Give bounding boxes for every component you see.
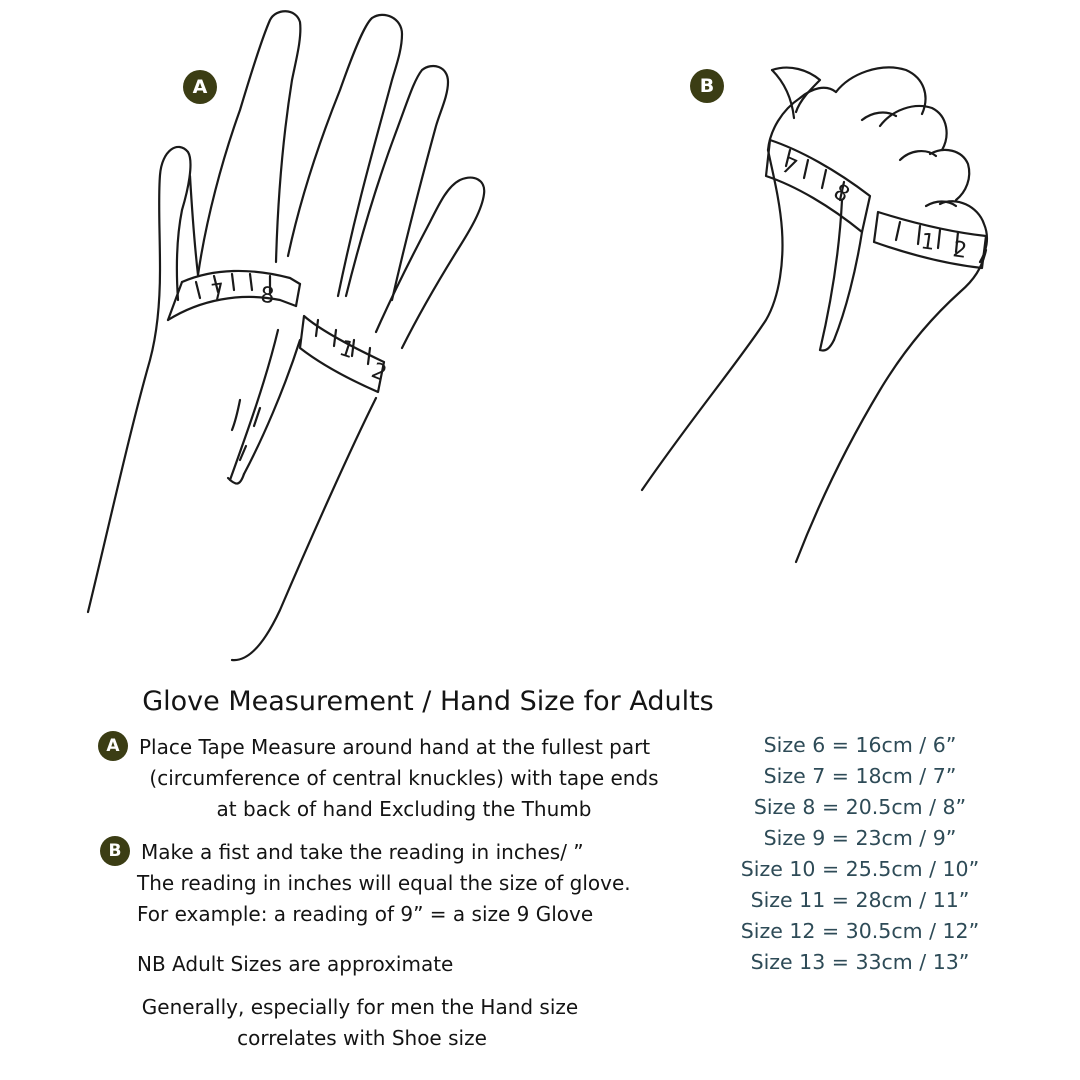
tape-mark-b-2: 2 bbox=[951, 237, 968, 264]
marker-b-illustration: B bbox=[690, 69, 724, 103]
page-title: Glove Measurement / Hand Size for Adults bbox=[142, 686, 714, 717]
step-a-line-2: (circumference of central knuckles) with… bbox=[149, 766, 659, 790]
size-row: Size 11 = 28cm / 11” bbox=[750, 888, 970, 912]
marker-a-illustration: A bbox=[183, 70, 217, 104]
tape-mark-a-2: 2 bbox=[368, 358, 390, 386]
note-shoe-line-1: Generally, especially for men the Hand s… bbox=[141, 995, 579, 1019]
tape-mark-b-7: 7 bbox=[778, 153, 801, 182]
fist-drawing bbox=[640, 66, 989, 564]
tape-mark-b-8: 8 bbox=[829, 180, 854, 209]
size-row: Size 6 = 16cm / 6” bbox=[763, 733, 957, 757]
tape-mark-b-1: 1 bbox=[919, 229, 936, 256]
size-row: Size 8 = 20.5cm / 8” bbox=[753, 795, 967, 819]
step-a-line-1: Place Tape Measure around hand at the fu… bbox=[139, 735, 651, 759]
step-b-line-3: For example: a reading of 9” = a size 9 … bbox=[137, 902, 594, 926]
note-approximate: NB Adult Sizes are approximate bbox=[137, 952, 454, 976]
open-hand-drawing bbox=[86, 10, 486, 662]
note-shoe-line-2: correlates with Shoe size bbox=[237, 1026, 487, 1050]
size-row: Size 13 = 33cm / 13” bbox=[750, 950, 970, 974]
marker-a-step: A bbox=[98, 731, 128, 761]
size-chart: Size 6 = 16cm / 6” Size 7 = 18cm / 7” Si… bbox=[710, 730, 1010, 978]
marker-b-step: B bbox=[100, 836, 130, 866]
size-row: Size 12 = 30.5cm / 12” bbox=[740, 919, 980, 943]
size-row: Size 7 = 18cm / 7” bbox=[763, 764, 957, 788]
size-row: Size 9 = 23cm / 9” bbox=[763, 826, 957, 850]
tape-mark-a-7: 7 bbox=[209, 279, 226, 306]
step-a-line-3: at back of hand Excluding the Thumb bbox=[216, 797, 592, 821]
step-b-line-1: Make a fist and take the reading in inch… bbox=[141, 840, 584, 864]
size-row: Size 10 = 25.5cm / 10” bbox=[740, 857, 980, 881]
step-b-line-2: The reading in inches will equal the siz… bbox=[137, 871, 631, 895]
hand-measurement-illustration: 7 8 1 2 7 8 1 2 bbox=[86, 10, 989, 662]
tape-mark-a-8: 8 bbox=[260, 283, 276, 309]
